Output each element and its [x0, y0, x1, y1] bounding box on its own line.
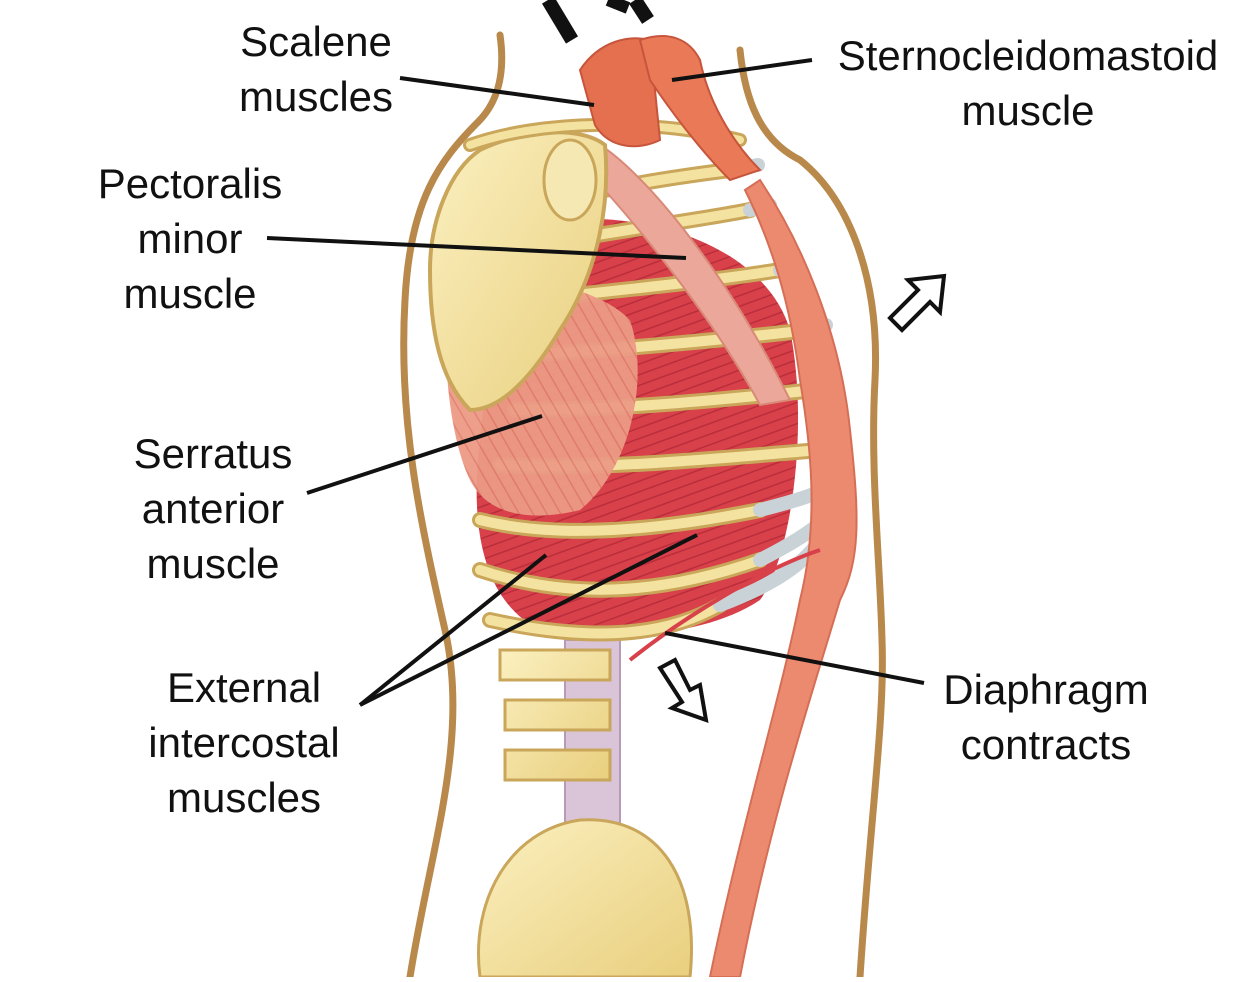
pectoralis-minor [599, 143, 792, 407]
label-external-intercostal-muscles: External intercostal muscles [148, 664, 340, 821]
body-outline [400, 31, 886, 981]
label-pectoralis-minor-muscle: Pectoralis minor muscle [97, 160, 283, 317]
up-arrow-icon [541, 0, 654, 44]
label-diaphragm-contracts: Diaphragm contracts [943, 666, 1149, 768]
neck-muscles [578, 35, 762, 182]
label-sternocleidomastoid-muscle: Sternocleidomastoid muscle [837, 32, 1219, 134]
spine [477, 639, 693, 979]
label-scalene-muscles: Scalene muscles [238, 18, 394, 120]
motion-arrows [541, 0, 947, 724]
outward-arrow-icon [887, 273, 947, 333]
leader-lines [266, 58, 925, 707]
diaphragm-line [628, 548, 821, 662]
label-serratus-anterior-muscle: Serratus anterior muscle [133, 430, 293, 587]
downward-arrow-icon [657, 657, 709, 724]
pelvis [477, 818, 693, 979]
